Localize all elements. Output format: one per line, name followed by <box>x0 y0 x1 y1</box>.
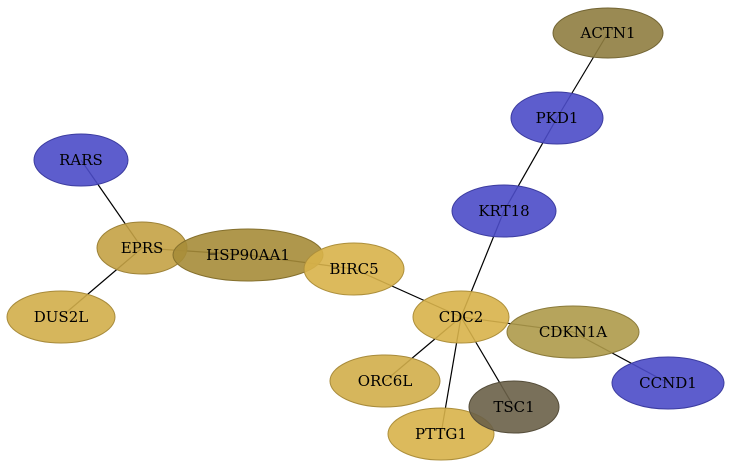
node-label: CDC2 <box>439 308 484 326</box>
node-actn1[interactable]: ACTN1 <box>552 7 664 59</box>
node-pkd1[interactable]: PKD1 <box>510 91 604 145</box>
node-ellipse <box>6 290 116 344</box>
node-label: PKD1 <box>536 109 579 127</box>
node-label: DUS2L <box>34 308 88 326</box>
node-label: CCND1 <box>639 374 697 392</box>
node-ellipse <box>468 380 560 434</box>
node-ellipse <box>451 184 557 238</box>
node-label: KRT18 <box>478 202 529 220</box>
node-rars[interactable]: RARS <box>33 133 129 187</box>
node-tsc1[interactable]: TSC1 <box>468 380 560 434</box>
node-label: BIRC5 <box>329 260 378 278</box>
node-ellipse <box>33 133 129 187</box>
node-ellipse <box>510 91 604 145</box>
node-ellipse <box>329 354 441 408</box>
node-ellipse <box>387 407 495 461</box>
node-hsp90aa1[interactable]: HSP90AA1 <box>172 228 324 282</box>
node-ellipse <box>506 305 640 359</box>
node-dus2l[interactable]: DUS2L <box>6 290 116 344</box>
node-label: TSC1 <box>493 398 534 416</box>
node-label: RARS <box>59 151 103 169</box>
node-label: CDKN1A <box>539 323 607 341</box>
node-label: ACTN1 <box>580 24 636 42</box>
node-krt18[interactable]: KRT18 <box>451 184 557 238</box>
node-label: EPRS <box>121 239 164 257</box>
node-ellipse <box>412 290 510 344</box>
node-label: ORC6L <box>358 372 413 390</box>
node-pttg1[interactable]: PTTG1 <box>387 407 495 461</box>
node-ccnd1[interactable]: CCND1 <box>611 356 725 410</box>
node-ellipse <box>611 356 725 410</box>
node-cdc2[interactable]: CDC2 <box>412 290 510 344</box>
node-ellipse <box>303 242 405 296</box>
node-label: HSP90AA1 <box>206 246 290 264</box>
node-eprs[interactable]: EPRS <box>96 221 188 275</box>
node-orc6l[interactable]: ORC6L <box>329 354 441 408</box>
node-label: PTTG1 <box>415 425 467 443</box>
node-birc5[interactable]: BIRC5 <box>303 242 405 296</box>
node-cdkn1a[interactable]: CDKN1A <box>506 305 640 359</box>
node-ellipse <box>552 7 664 59</box>
